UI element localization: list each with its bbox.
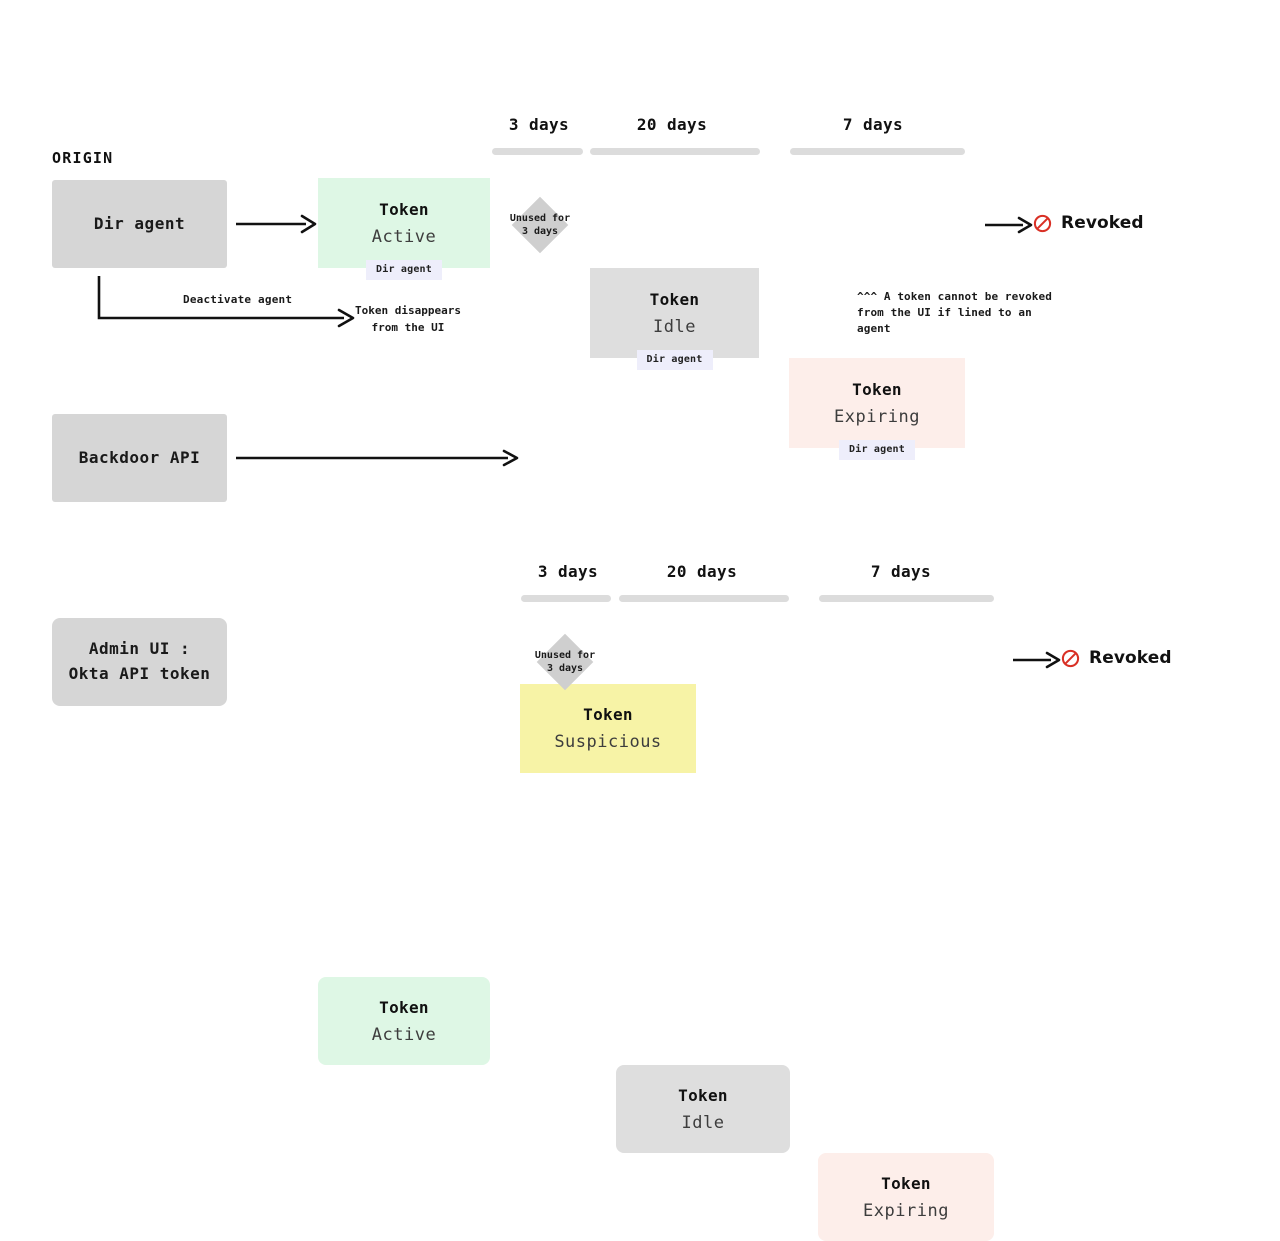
origin-label: ORIGIN bbox=[52, 149, 114, 167]
token-box-active-row3-title: Token bbox=[379, 997, 429, 1017]
prohibited-icon bbox=[1033, 214, 1052, 232]
timeline-bar-20-days-row1 bbox=[590, 148, 760, 155]
token-box-active-row3[interactable]: Token Active bbox=[318, 977, 490, 1065]
token-box-idle-row1-state: Idle bbox=[653, 316, 696, 337]
token-box-expiring-row3-state: Expiring bbox=[863, 1200, 949, 1221]
timeline-label-3-days-row1: 3 days bbox=[508, 115, 570, 134]
token-box-idle-row1[interactable]: Token Idle Dir agent bbox=[590, 268, 759, 370]
token-box-active-row1-title: Token bbox=[379, 199, 429, 219]
timeline-bar-7-days-row1 bbox=[790, 148, 965, 155]
token-box-expiring-row1[interactable]: Token Expiring Dir agent bbox=[789, 358, 965, 460]
token-box-active-row3-state: Active bbox=[371, 1024, 437, 1045]
token-box-suspicious-state: Suspicious bbox=[554, 732, 662, 752]
timeline-label-3-days-row3: 3 days bbox=[537, 562, 599, 581]
timeline-bar-3-days-row1 bbox=[492, 148, 583, 155]
origin-box-backdoor-api-label: Backdoor API bbox=[78, 447, 201, 467]
token-box-active-row1-state: Active bbox=[371, 226, 437, 247]
revoke-restriction-note-line1: ^^^ A token cannot be revoked bbox=[857, 290, 1052, 303]
revoked-label-row1: Revoked bbox=[1061, 213, 1144, 233]
token-box-idle-row1-tag: Dir agent bbox=[636, 350, 713, 370]
origin-box-dir-agent[interactable]: Dir agent bbox=[52, 180, 227, 268]
prohibited-icon bbox=[1061, 649, 1080, 667]
arrow-expiring-to-revoked-row3 bbox=[1013, 651, 1061, 669]
arrow-dir-agent-to-active bbox=[236, 214, 317, 234]
arrow-expiring-to-revoked-row1 bbox=[985, 216, 1033, 234]
diamond-unused-row1: Unused for 3 days bbox=[505, 190, 575, 260]
token-box-expiring-row1-tag: Dir agent bbox=[839, 440, 915, 460]
token-box-active-row1[interactable]: Token Active Dir agent bbox=[318, 178, 490, 280]
timeline-bar-20-days-row3 bbox=[619, 595, 789, 602]
timeline-bar-3-days-row3 bbox=[521, 595, 611, 602]
diamond-unused-row3-text: Unused for 3 days bbox=[535, 649, 595, 676]
origin-box-admin-ui-line1: Admin UI : bbox=[88, 639, 191, 659]
token-box-active-row1-tag: Dir agent bbox=[366, 260, 442, 280]
token-box-expiring-row3-title: Token bbox=[881, 1173, 931, 1193]
diamond-unused-row3-line1: Unused for bbox=[534, 649, 596, 661]
timeline-label-20-days-row3: 20 days bbox=[666, 562, 738, 581]
token-box-expiring-row1-state: Expiring bbox=[834, 406, 920, 427]
timeline-label-7-days-row1: 7 days bbox=[842, 115, 904, 134]
token-box-idle-row3[interactable]: Token Idle bbox=[616, 1065, 790, 1153]
diamond-unused-row1-line2: 3 days bbox=[521, 226, 559, 237]
arrow-deactivate-agent bbox=[97, 276, 355, 328]
token-disappears-line2: from the UI bbox=[371, 320, 445, 334]
diamond-unused-row3-line2: 3 days bbox=[546, 663, 584, 674]
revoked-label-row3: Revoked bbox=[1089, 648, 1172, 668]
diamond-unused-row3: Unused for 3 days bbox=[530, 627, 600, 697]
diamond-unused-row1-text: Unused for 3 days bbox=[510, 212, 570, 239]
token-box-expiring-row1-title: Token bbox=[852, 379, 902, 399]
revoke-restriction-note: ^^^ A token cannot be revoked from the U… bbox=[857, 289, 1072, 337]
token-box-idle-row3-title: Token bbox=[678, 1085, 728, 1105]
revoke-restriction-note-line2: from the UI if lined to an bbox=[857, 305, 1032, 319]
token-box-suspicious[interactable]: Token Suspicious bbox=[520, 684, 696, 773]
revoke-restriction-note-line3: agent bbox=[857, 321, 891, 335]
token-box-idle-row3-state: Idle bbox=[681, 1112, 725, 1133]
timeline-bar-7-days-row3 bbox=[819, 595, 994, 602]
origin-box-backdoor-api[interactable]: Backdoor API bbox=[52, 414, 227, 502]
origin-box-dir-agent-label: Dir agent bbox=[93, 213, 186, 233]
diamond-unused-row1-line1: Unused for bbox=[509, 212, 571, 224]
origin-box-admin-ui-line2: Okta API token bbox=[68, 664, 211, 683]
diagram-canvas: 3 days 20 days 7 days ORIGIN Dir agent T… bbox=[52, 115, 1172, 1241]
token-disappears-label: Token disappears from the UI bbox=[355, 303, 461, 336]
token-disappears-line1: Token disappears bbox=[355, 304, 461, 317]
timeline-label-7-days-row3: 7 days bbox=[870, 562, 932, 581]
timeline-label-20-days-row1: 20 days bbox=[636, 115, 708, 134]
token-box-suspicious-title: Token bbox=[583, 705, 633, 724]
token-box-idle-row1-title: Token bbox=[649, 289, 700, 309]
origin-box-admin-ui[interactable]: Admin UI : Okta API token bbox=[52, 618, 227, 706]
revoked-terminal-row1: Revoked bbox=[1033, 213, 1144, 233]
arrow-backdoor-to-suspicious bbox=[236, 449, 519, 467]
token-box-expiring-row3[interactable]: Token Expiring bbox=[818, 1153, 994, 1241]
revoked-terminal-row3: Revoked bbox=[1061, 648, 1172, 668]
arrow-deactivate-agent-label: Deactivate agent bbox=[183, 293, 293, 306]
